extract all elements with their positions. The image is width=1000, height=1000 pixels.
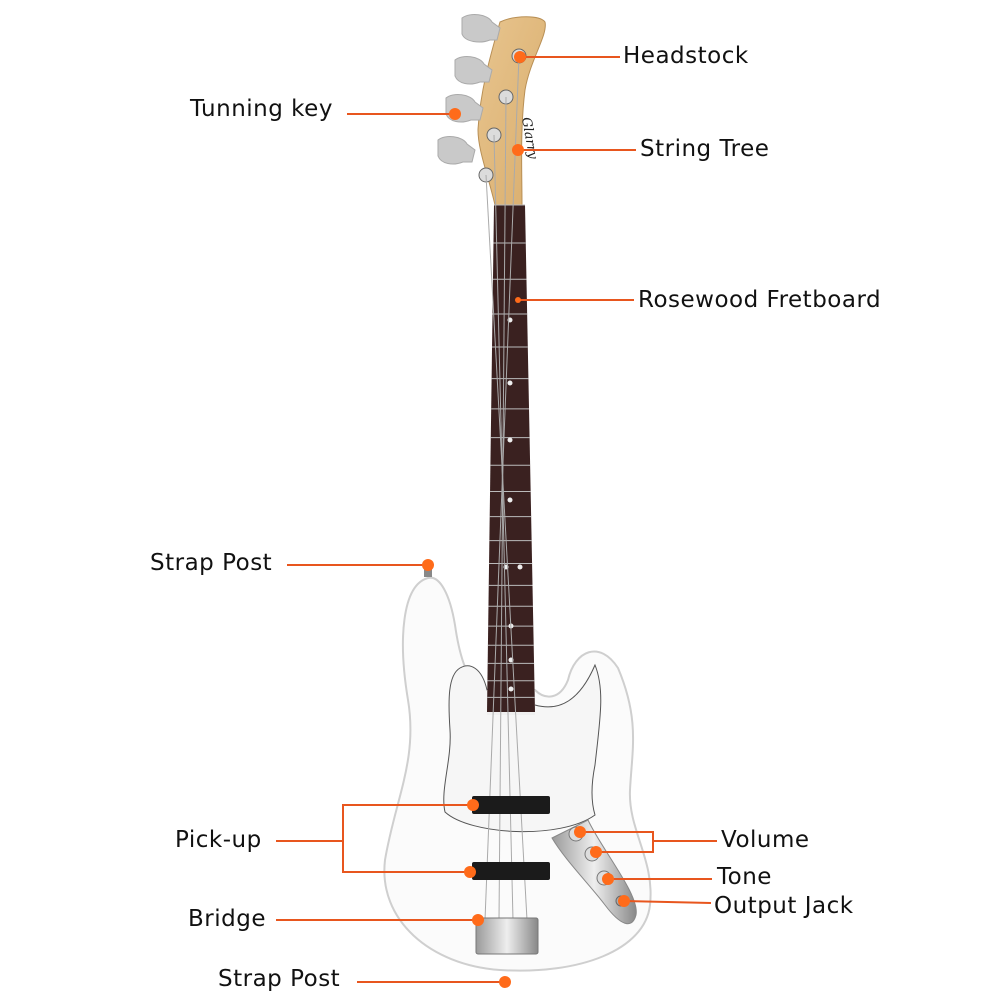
label-strap-post-top: Strap Post [150, 550, 273, 576]
label-string-tree: String Tree [640, 136, 770, 162]
label-output-jack: Output Jack [714, 893, 854, 919]
label-pickup: Pick-up [175, 827, 262, 853]
pickguard [443, 663, 602, 833]
label-strap-post-bottom: Strap Post [218, 966, 341, 992]
strings [484, 55, 528, 921]
label-headstock: Headstock [623, 43, 749, 69]
label-rosewood-fretboard: Rosewood Fretboard [638, 287, 882, 313]
label-volume: Volume [721, 827, 810, 853]
tuning-keys [437, 14, 501, 165]
label-tone: Tone [717, 864, 772, 890]
control-plate [551, 819, 637, 925]
neck-pickup [472, 796, 550, 814]
label-tuning-key: Tunning key [190, 96, 333, 122]
leader-lines [276, 56, 717, 983]
bridge [475, 917, 539, 955]
bridge-pickup [472, 862, 550, 880]
label-bridge: Bridge [188, 906, 266, 932]
callout-dots [422, 51, 630, 988]
